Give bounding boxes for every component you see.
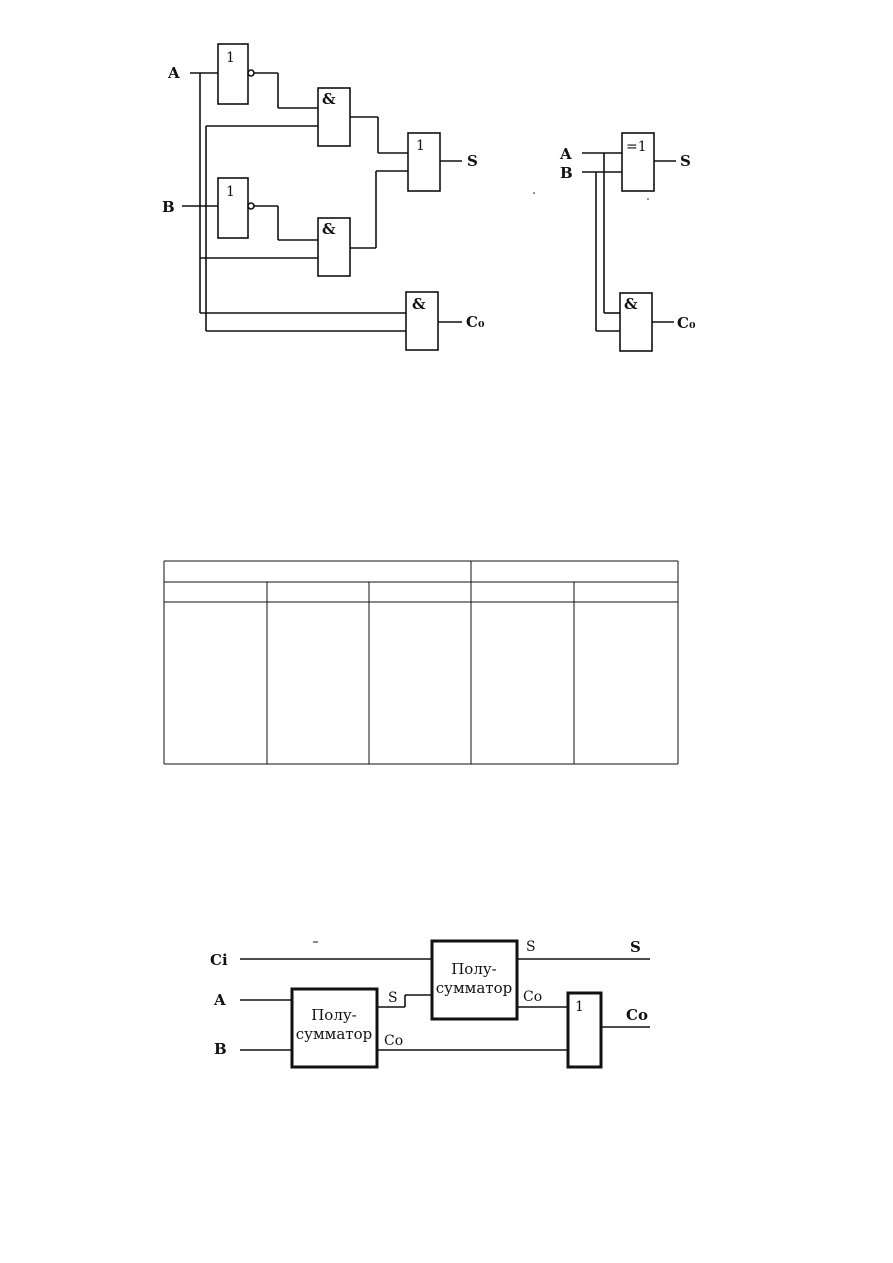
half-adder-xor-schematic: A B =1 S & C₀ <box>559 132 696 352</box>
full-adder-block-diagram: Ci A B Полу- сумматор S Co Полу- суммато… <box>210 938 650 1069</box>
half-adder-2-s-pin: S <box>526 939 536 955</box>
half-adder-gate-schematic: A B 1 1 & & <box>162 43 485 351</box>
not-gate-b <box>217 177 249 239</box>
output-c0-label: C₀ <box>677 314 696 332</box>
and-gate-upper-symbol: & <box>322 90 336 108</box>
xor-gate-sum <box>621 132 655 192</box>
input-b-label: B <box>214 1040 227 1058</box>
or-gate-sum-symbol: 1 <box>416 138 425 154</box>
half-adder-1-line2: сумматор <box>296 1025 372 1043</box>
output-co-label: Co <box>626 1006 648 1024</box>
half-adder-1-co-pin: Co <box>384 1033 403 1049</box>
half-adder-1-s-pin: S <box>388 990 398 1006</box>
empty-truth-table <box>163 560 679 765</box>
half-adder-1-line1: Полу- <box>311 1006 357 1024</box>
or-gate-symbol: 1 <box>575 999 584 1015</box>
input-a-label: A <box>559 145 572 163</box>
inversion-bubble-a <box>247 69 255 77</box>
scan-speck <box>647 198 649 200</box>
half-adder-1 <box>290 987 379 1069</box>
xor-gate-symbol: =1 <box>626 139 647 155</box>
input-a-label: A <box>167 64 180 82</box>
output-s-label: S <box>467 152 478 170</box>
inversion-bubble-b <box>247 202 255 210</box>
half-adder-2 <box>430 939 519 1021</box>
output-s-label: S <box>630 938 641 956</box>
not-gate-a <box>217 43 249 105</box>
or-gate-sum <box>407 132 441 192</box>
output-c0-label: C₀ <box>466 313 485 331</box>
and-gate-carry <box>619 292 653 352</box>
input-b-label: B <box>560 164 573 182</box>
or-gate-carry <box>566 991 603 1069</box>
and-gate-carry-symbol: & <box>624 295 638 313</box>
output-s-label: S <box>680 152 691 170</box>
input-ci-label: Ci <box>210 951 228 969</box>
half-adder-2-line1: Полу- <box>451 960 497 978</box>
half-adder-2-co-pin: Co <box>523 989 542 1005</box>
input-b-label: B <box>162 198 175 216</box>
input-a-label: A <box>213 991 226 1009</box>
not-gate-b-symbol: 1 <box>226 184 235 200</box>
not-gate-a-symbol: 1 <box>226 50 235 66</box>
and-gate-carry <box>405 291 439 351</box>
half-adder-2-line2: сумматор <box>436 979 512 997</box>
and-gate-carry-symbol: & <box>412 295 426 313</box>
and-gate-lower <box>317 217 351 277</box>
and-gate-lower-symbol: & <box>322 220 336 238</box>
scan-speck <box>533 192 535 194</box>
